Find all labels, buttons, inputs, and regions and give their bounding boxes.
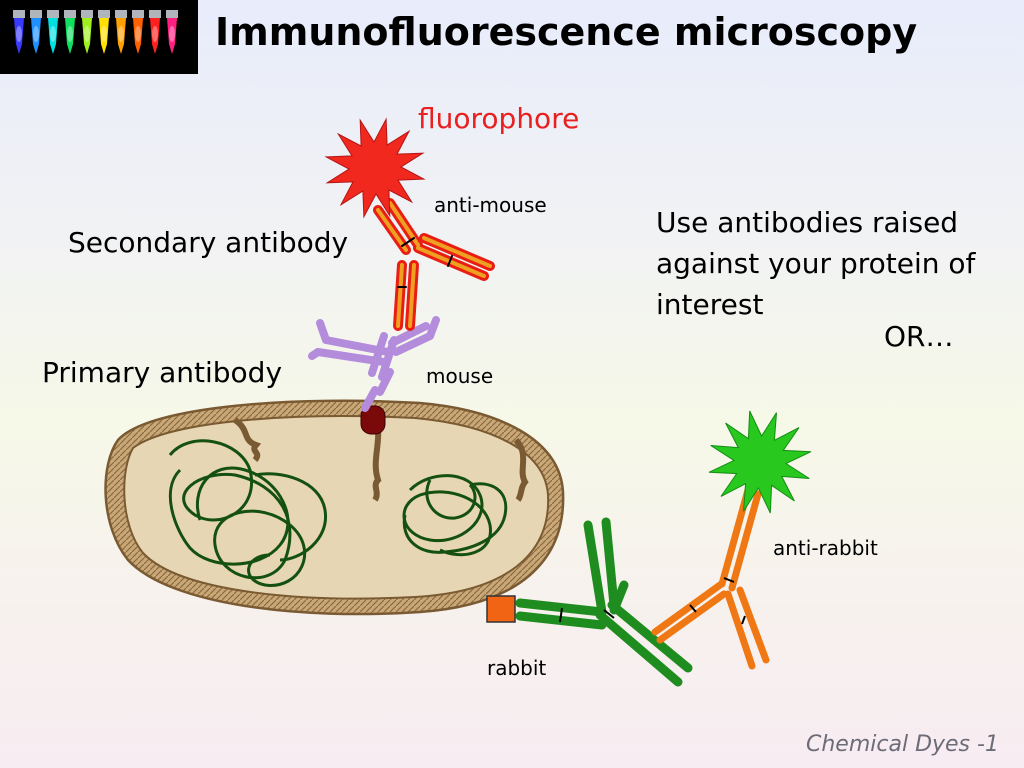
fluorescent-tube: [132, 10, 144, 54]
secondary-antibody-label: Secondary antibody: [68, 226, 349, 259]
slide-title: Immunofluorescence microscopy: [215, 10, 918, 54]
fluorescent-tube: [115, 10, 127, 54]
fluorescent-tube: [98, 10, 110, 54]
secondary-antibody-anti-rabbit: [651, 486, 770, 670]
mitochondrion: [104, 399, 565, 616]
fluorescent-tube: [149, 10, 161, 54]
anti-mouse-label: anti-mouse: [434, 193, 547, 217]
anti-rabbit-hinge-marks: [689, 577, 746, 625]
fluorophore-label: fluorophore: [418, 102, 580, 135]
rabbit-label: rabbit: [487, 656, 547, 680]
red-fluorophore-star: [324, 117, 426, 219]
crista: [513, 437, 529, 502]
green-fluorophore-star: [708, 410, 812, 514]
primary-antibody-label: Primary antibody: [42, 356, 283, 389]
fluorescent-tube: [166, 10, 178, 54]
anti-rabbit-label: anti-rabbit: [773, 536, 878, 560]
rabbit-epitope: [486, 595, 516, 623]
fluorescent-tube: [47, 10, 59, 54]
crista: [372, 425, 382, 502]
tubes-graphic: [13, 10, 178, 54]
fluorescent-tube: [13, 10, 25, 54]
mitochondrial-dna: [168, 439, 508, 587]
description-text: Use antibodies raised against your prote…: [656, 206, 976, 321]
fluorescent-tube: [30, 10, 42, 54]
slide-footer: Chemical Dyes -1: [806, 732, 999, 757]
or-text: OR…: [884, 320, 954, 353]
fluorescent-tube: [81, 10, 93, 54]
fluorescent-tube: [64, 10, 76, 54]
mouse-epitope: [360, 405, 386, 435]
crista: [233, 417, 262, 462]
secondary-antibody-anti-mouse: [373, 198, 495, 331]
fluorescent-tubes-image: [0, 0, 198, 74]
rabbit-antibody-hinge-marks: [559, 607, 615, 623]
primary-antibody-mouse: [308, 316, 440, 412]
mouse-label: mouse: [426, 364, 494, 388]
